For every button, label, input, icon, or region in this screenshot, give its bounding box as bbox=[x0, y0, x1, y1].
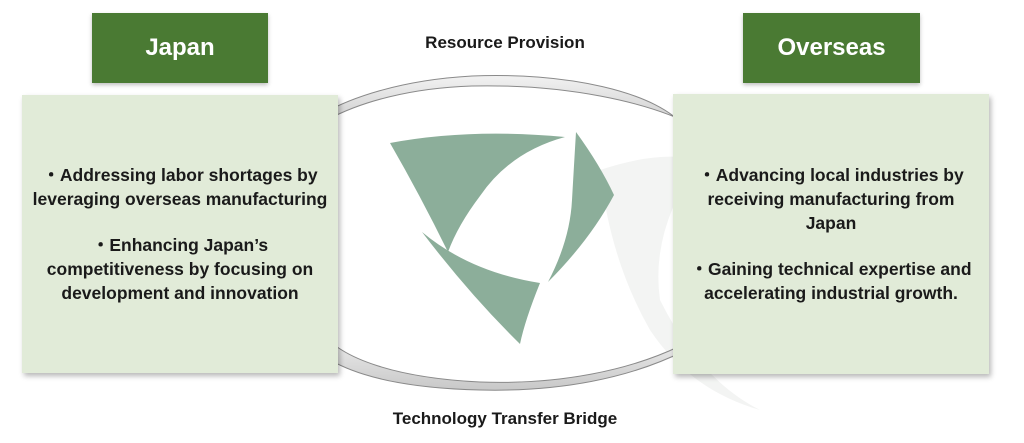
logo-blade-right bbox=[548, 132, 614, 282]
resource-provision-label: Resource Provision bbox=[425, 33, 585, 52]
japan-header: Japan bbox=[92, 13, 268, 83]
overseas-bullet-expertise: ・Gaining technical expertise and acceler… bbox=[690, 259, 972, 303]
technology-transfer-label: Technology Transfer Bridge bbox=[392, 409, 618, 428]
center-logo-icon bbox=[390, 132, 614, 344]
japan-bullet-competitiveness: ・Enhancing Japan’s competitiveness by fo… bbox=[46, 235, 314, 303]
japan-panel: ・Addressing labor shortages by leveragin… bbox=[22, 95, 338, 373]
overseas-bullet-industries: ・Advancing local industries by receiving… bbox=[698, 165, 964, 233]
japan-bullet-labor: ・Addressing labor shortages by leveragin… bbox=[32, 165, 328, 209]
watermark-swoosh bbox=[600, 156, 760, 410]
logo-blade-bottom bbox=[422, 232, 540, 344]
technology-transfer-arrow bbox=[299, 329, 704, 391]
resource-provision-arrow bbox=[304, 75, 706, 132]
logo-blade-top bbox=[390, 133, 565, 252]
overseas-header: Overseas bbox=[743, 13, 920, 83]
overseas-panel: ・Advancing local industries by receiving… bbox=[673, 94, 989, 374]
